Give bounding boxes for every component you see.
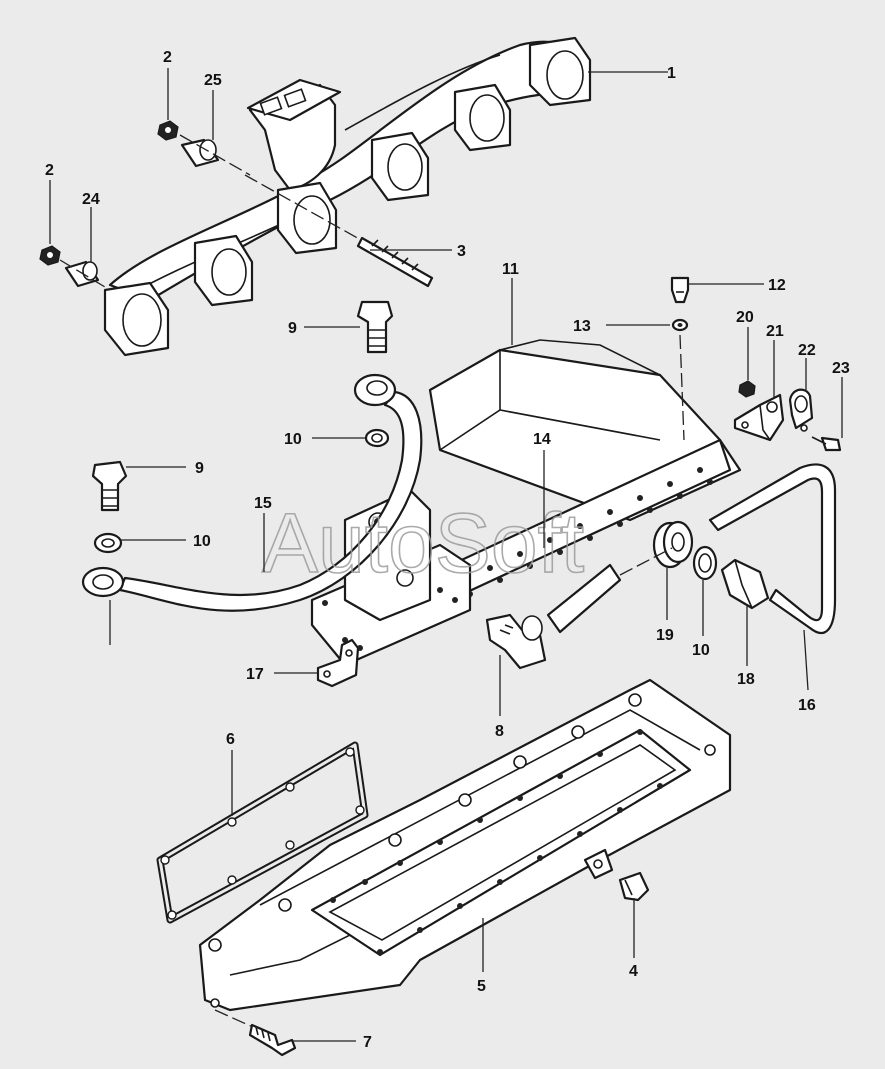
callout-2: 2: [45, 162, 54, 179]
callout-18: 18: [737, 671, 755, 688]
callout-15: 15: [254, 495, 272, 512]
callout-8: 8: [495, 723, 504, 740]
callout-4: 4: [629, 963, 638, 980]
callout-20: 20: [736, 309, 754, 326]
callout-3: 3: [457, 243, 466, 260]
callout-12: 12: [768, 277, 786, 294]
nut[interactable]: [738, 380, 756, 398]
washer[interactable]: [692, 545, 718, 581]
screw[interactable]: [670, 276, 690, 304]
callout-19: 19: [656, 627, 674, 644]
mounting-bracket[interactable]: [316, 638, 360, 688]
clamp[interactable]: [788, 388, 814, 432]
callout-7: 7: [363, 1034, 372, 1051]
callout-9: 9: [195, 460, 204, 477]
drain-plug[interactable]: [618, 871, 650, 902]
callout-14: 14: [533, 431, 551, 448]
bracket[interactable]: [733, 393, 785, 442]
bolt[interactable]: [214, 1009, 297, 1057]
callout-16: 16: [798, 697, 816, 714]
callout-25: 25: [204, 72, 222, 89]
spacer[interactable]: [180, 138, 220, 168]
oil-pipe[interactable]: [81, 373, 423, 612]
callout-10: 10: [692, 642, 710, 659]
washer[interactable]: [364, 428, 390, 448]
banjo-bolt[interactable]: [356, 300, 394, 354]
hose-tube[interactable]: [546, 563, 622, 634]
callout-17: 17: [246, 666, 264, 683]
elbow-fitting[interactable]: [485, 613, 547, 670]
callout-23: 23: [832, 360, 850, 377]
callout-24: 24: [82, 191, 100, 208]
callout-2: 2: [163, 49, 172, 66]
leader-lines: [49, 68, 843, 1042]
spacer[interactable]: [64, 260, 100, 288]
cooler-housing[interactable]: [310, 488, 472, 667]
washer[interactable]: [671, 318, 689, 332]
callout-11: 11: [502, 261, 519, 278]
return-hose[interactable]: [708, 463, 837, 634]
callout-13: 13: [573, 318, 591, 335]
callout-labels: 1 2 25 2 24 3 11 12 13 20 21 22 23 9 10 …: [45, 49, 850, 1051]
callout-1: 1: [667, 65, 676, 82]
nut[interactable]: [157, 120, 179, 141]
union-fitting[interactable]: [720, 558, 770, 610]
cooler-cover[interactable]: [428, 339, 742, 602]
nut[interactable]: [39, 245, 61, 266]
cooler-lower-housing[interactable]: [198, 678, 732, 1012]
callout-5: 5: [477, 978, 486, 995]
callout-6: 6: [226, 731, 235, 748]
callout-10: 10: [193, 533, 211, 550]
banjo-bolt[interactable]: [91, 460, 128, 512]
washer[interactable]: [93, 532, 123, 554]
rubber-grommet[interactable]: [652, 520, 694, 569]
watermark-text: AutoSoft: [262, 496, 584, 590]
callout-9: 9: [288, 320, 297, 337]
bolt[interactable]: [811, 436, 842, 452]
callout-22: 22: [798, 342, 816, 359]
gasket[interactable]: [156, 741, 369, 924]
callout-21: 21: [766, 323, 784, 340]
callout-10: 10: [284, 431, 302, 448]
exhaust-manifold[interactable]: [103, 36, 592, 357]
